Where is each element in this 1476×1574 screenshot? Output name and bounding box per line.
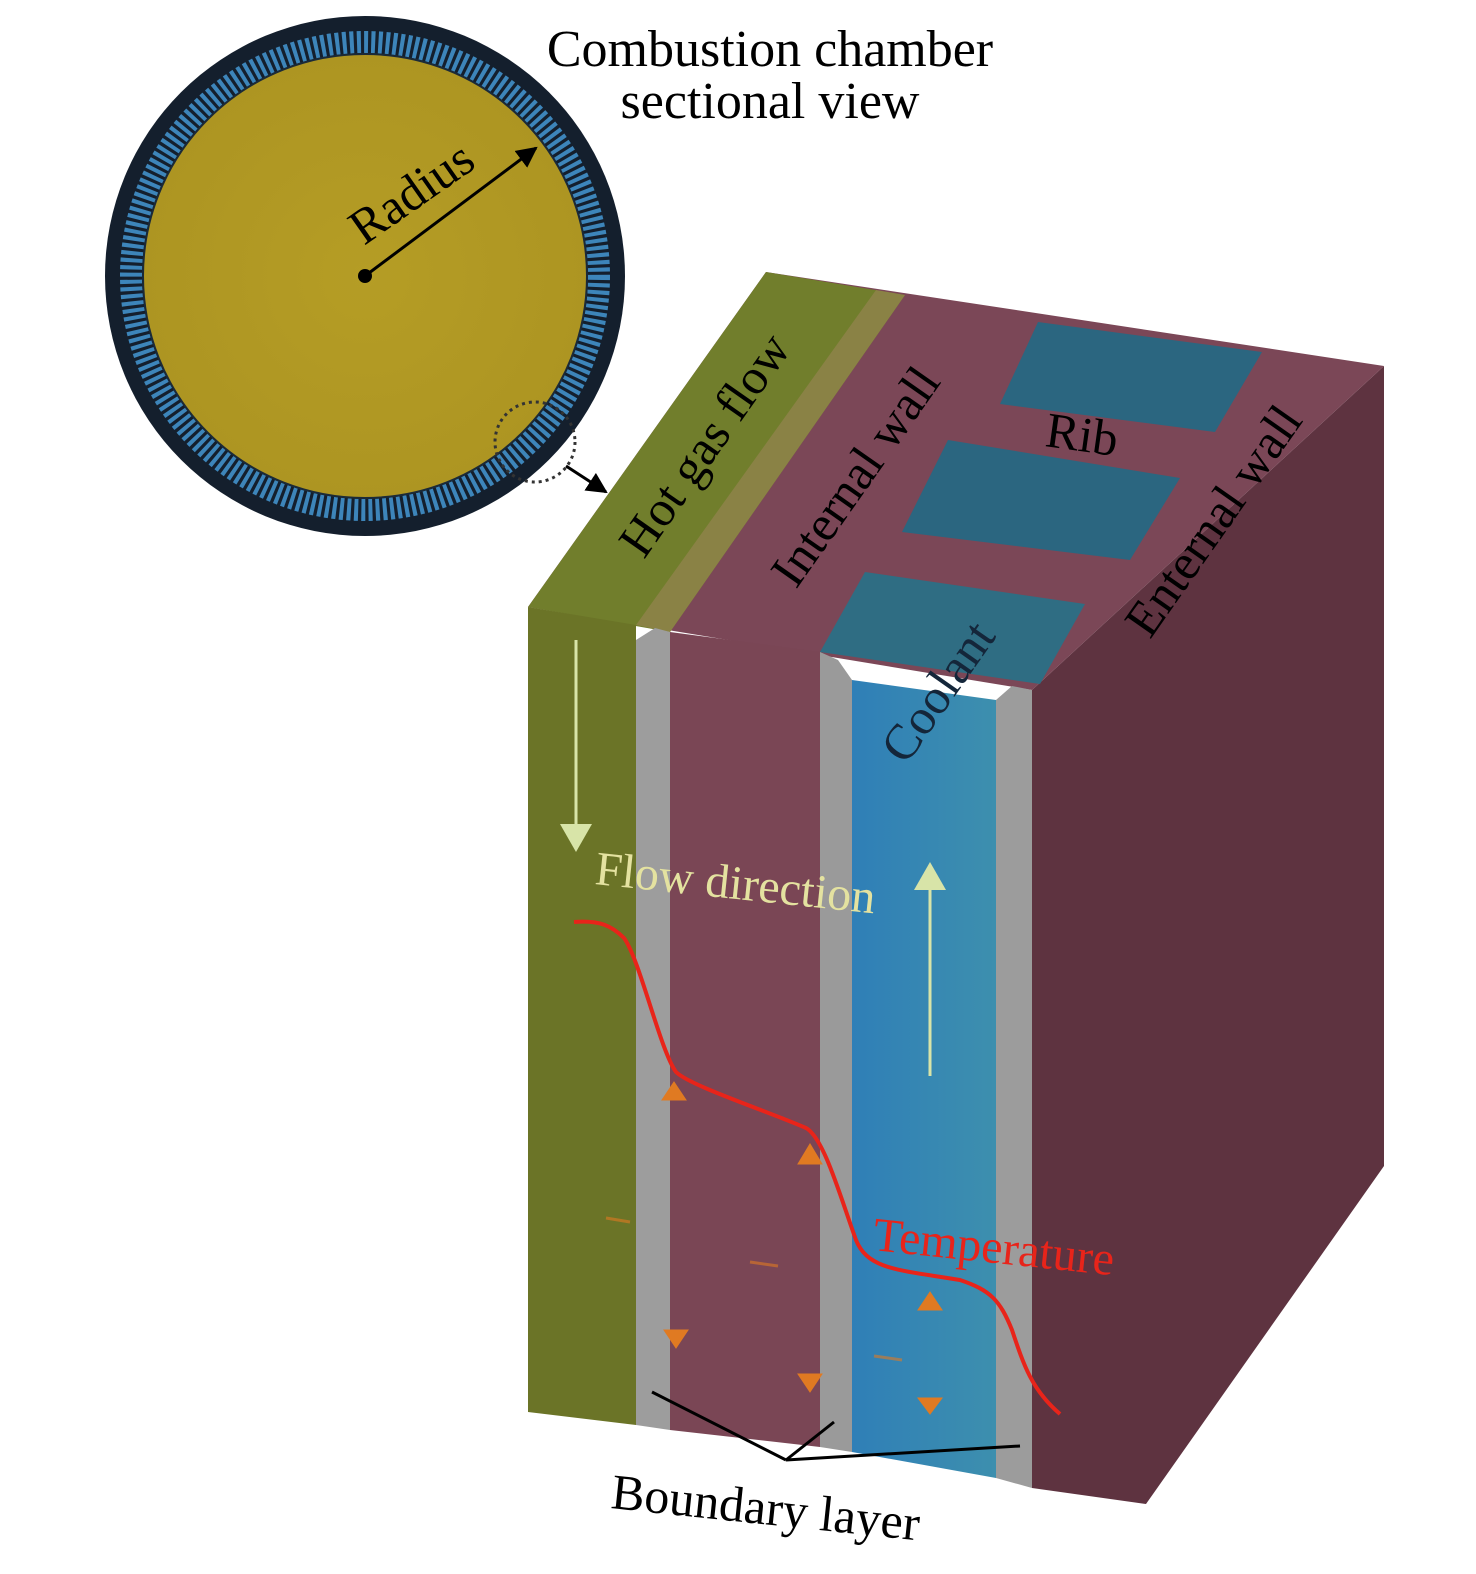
coolant-channel-top-3 [1000, 322, 1262, 432]
hot-gas-layer [528, 607, 636, 1425]
zoom-arrow [565, 464, 608, 494]
heat-arrow [797, 1373, 823, 1393]
heat-arrow [917, 1397, 943, 1415]
block-side-face [1032, 366, 1384, 1504]
coolant-channel-top-2 [902, 440, 1180, 560]
title-line-2: sectional view [621, 73, 920, 130]
heat-dash [605, 1216, 631, 1224]
radius-arrow [364, 146, 538, 278]
zoom-detail-circle [493, 400, 577, 484]
hot-gas-top-edge [636, 290, 905, 632]
boundary-layer-label: Boundary layer [609, 1463, 923, 1551]
coolant-side-boundary-layer-right [996, 686, 1032, 1488]
title-line-1: Combustion chamber [547, 21, 993, 78]
heat-flux-arrows [605, 1081, 943, 1415]
heat-arrow [797, 1143, 823, 1165]
heat-arrow [661, 1081, 687, 1101]
coolant-front [852, 680, 996, 1478]
boundary-layer-pointers [651, 1390, 1021, 1462]
cooling-channel-block [528, 272, 1384, 1504]
flow-arrows [560, 640, 946, 1076]
rib-label: Rib [1042, 401, 1121, 467]
combustion-chamber-section [105, 16, 625, 536]
hot-gas-top-face [528, 272, 905, 632]
hot-gas-flow-arrow-head [560, 824, 592, 852]
chamber-inner-line [142, 53, 588, 499]
heat-dash [749, 1260, 779, 1268]
heat-arrow [917, 1291, 943, 1311]
cooling-channel-ring [120, 31, 610, 521]
coolant-flow-arrow-head [914, 862, 946, 890]
coolant-channel-top-1 [820, 572, 1085, 684]
heat-dash [873, 1354, 903, 1362]
coolant-side-boundary-layer-left [820, 652, 852, 1452]
heat-arrow [663, 1329, 689, 1349]
internal-wall-front [670, 632, 820, 1447]
temperature-curve [573, 919, 1062, 1416]
gas-side-boundary-layer [636, 628, 670, 1430]
